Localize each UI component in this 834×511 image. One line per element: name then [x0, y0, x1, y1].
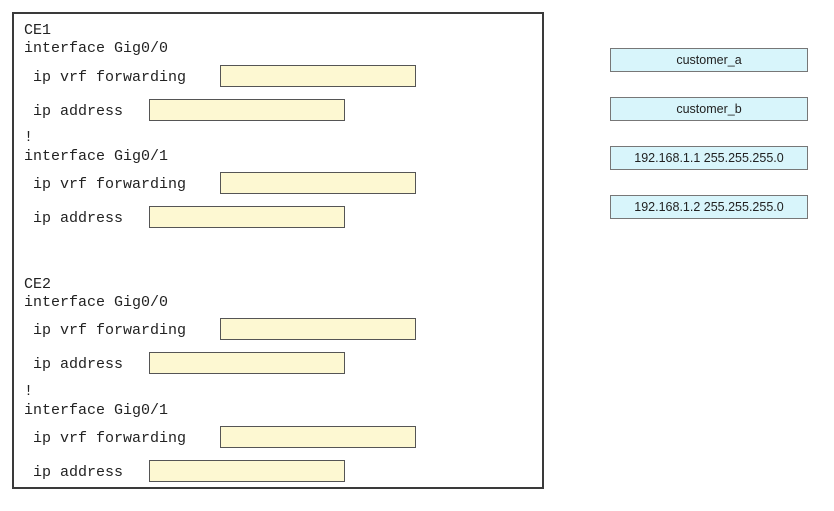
ce1-gig0-1-vrf-label: ip vrf forwarding	[24, 176, 187, 193]
ce1-interface-gig0-0: interface Gig0/0	[24, 40, 169, 57]
option-customer-a[interactable]: customer_a	[610, 48, 808, 72]
ce2-gig0-1-ip-drop-target[interactable]	[149, 460, 345, 482]
ce1-gig0-1-vrf-drop-target[interactable]	[220, 172, 416, 194]
ce2-gig0-0-ip-label: ip address	[24, 356, 124, 373]
option-ip-192-168-1-2[interactable]: 192.168.1.2 255.255.255.0	[610, 195, 808, 219]
ce2-gig0-0-vrf-drop-target[interactable]	[220, 318, 416, 340]
ce1-label: CE1	[24, 22, 52, 39]
ce1-gig0-1-ip-label: ip address	[24, 210, 124, 227]
ce2-gig0-1-vrf-drop-target[interactable]	[220, 426, 416, 448]
ce1-separator: !	[24, 129, 34, 146]
option-customer-b[interactable]: customer_b	[610, 97, 808, 121]
ce2-gig0-0-ip-drop-target[interactable]	[149, 352, 345, 374]
ce2-separator: !	[24, 383, 34, 400]
ce2-gig0-1-ip-label: ip address	[24, 464, 124, 481]
ce1-gig0-0-vrf-label: ip vrf forwarding	[24, 69, 187, 86]
ce2-gig0-1-vrf-label: ip vrf forwarding	[24, 430, 187, 447]
ce1-gig0-0-vrf-drop-target[interactable]	[220, 65, 416, 87]
ce1-interface-gig0-1: interface Gig0/1	[24, 148, 169, 165]
ce1-gig0-0-ip-label: ip address	[24, 103, 124, 120]
ce2-label: CE2	[24, 276, 52, 293]
ce1-gig0-0-ip-drop-target[interactable]	[149, 99, 345, 121]
ce1-gig0-1-ip-drop-target[interactable]	[149, 206, 345, 228]
ce2-interface-gig0-0: interface Gig0/0	[24, 294, 169, 311]
ce2-interface-gig0-1: interface Gig0/1	[24, 402, 169, 419]
config-panel: CE1 interface Gig0/0 ip vrf forwarding i…	[12, 12, 544, 489]
option-ip-192-168-1-1[interactable]: 192.168.1.1 255.255.255.0	[610, 146, 808, 170]
ce2-gig0-0-vrf-label: ip vrf forwarding	[24, 322, 187, 339]
